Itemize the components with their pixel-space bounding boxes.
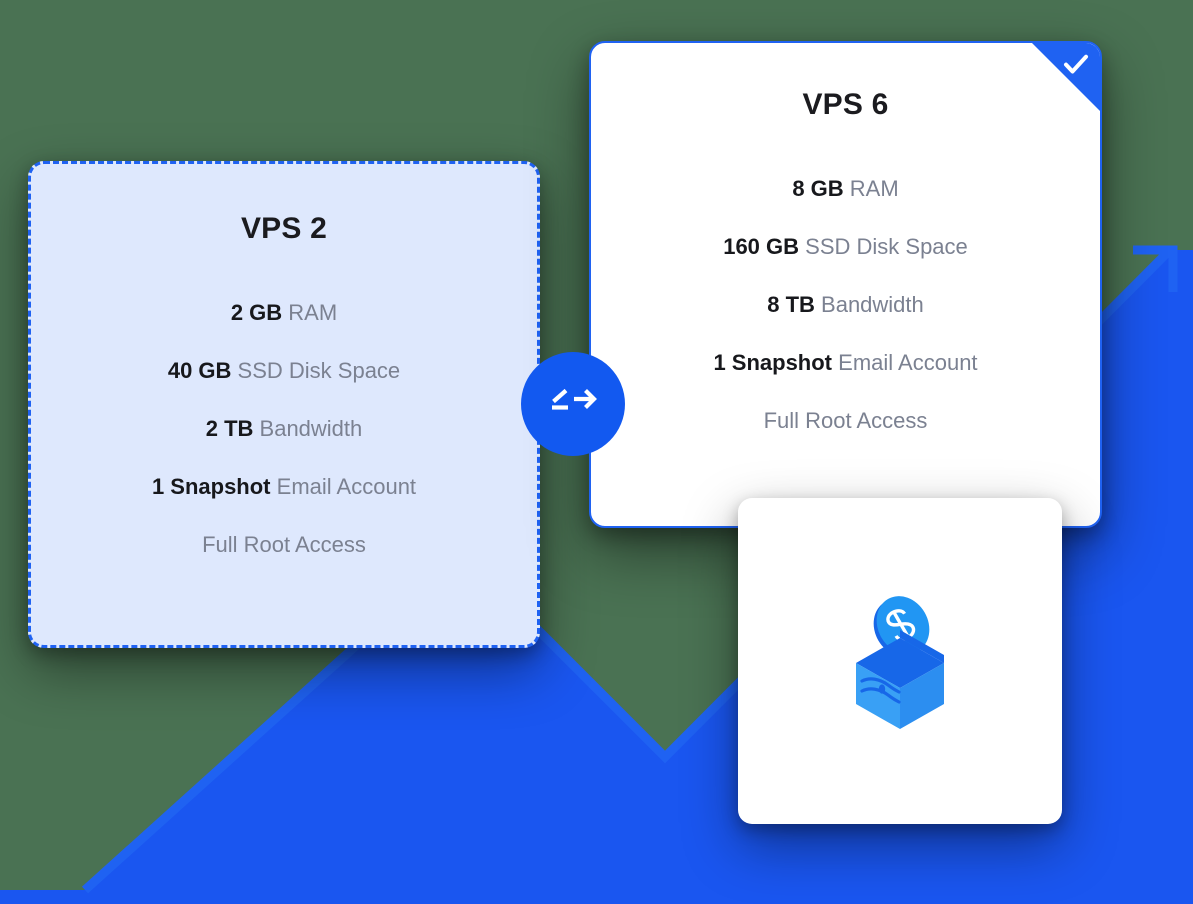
spec-value: 8 GB <box>792 176 844 201</box>
spec-row: 2 TB Bandwidth <box>31 418 537 440</box>
spec-label: Email Account <box>838 350 978 375</box>
transfer-plan-button[interactable] <box>521 352 625 456</box>
spec-label: SSD Disk Space <box>237 358 401 383</box>
selected-badge-triangle <box>1032 43 1100 111</box>
spec-row: 40 GB SSD Disk Space <box>31 360 537 382</box>
spec-value: 8 TB <box>767 292 815 317</box>
spec-label: SSD Disk Space <box>805 234 968 259</box>
spec-value: 2 GB <box>230 300 283 325</box>
spec-row: Full Root Access <box>31 534 537 556</box>
spec-row: 2 GB RAM <box>31 302 537 324</box>
selected-badge <box>1032 43 1100 111</box>
plan-card-current-spec-list: 2 GB RAM 40 GB SSD Disk Space 2 TB Bandw… <box>31 302 537 556</box>
spec-row: 1 Snapshot Email Account <box>31 476 537 498</box>
spec-value: 40 GB <box>167 358 232 383</box>
spec-label: Bandwidth <box>821 292 924 317</box>
chart-arrowhead-icon <box>1133 245 1178 292</box>
plan-card-current-title: VPS 2 <box>240 212 328 245</box>
spec-label: RAM <box>288 300 338 325</box>
spec-value: 1 Snapshot <box>151 474 271 499</box>
spec-label: Full Root Access <box>202 532 366 557</box>
plan-card-current[interactable]: VPS 2 2 GB RAM 40 GB SSD Disk Space 2 TB… <box>28 161 540 648</box>
spec-label: RAM <box>849 176 899 201</box>
spec-row: 160 GB SSD Disk Space <box>591 236 1100 258</box>
wallet-with-dollar-coin-icon <box>856 596 944 729</box>
spec-row: 8 GB RAM <box>591 178 1100 200</box>
transfer-arrows-icon <box>552 388 597 410</box>
wallet-card <box>738 498 1062 824</box>
spec-label: Bandwidth <box>259 416 363 441</box>
plan-card-target-title: VPS 6 <box>802 88 889 121</box>
spec-value: 160 GB <box>723 234 800 259</box>
spec-label: Full Root Access <box>763 408 928 433</box>
spec-row: 1 Snapshot Email Account <box>591 352 1100 374</box>
spec-value: 2 TB <box>205 416 254 441</box>
spec-row: Full Root Access <box>591 410 1100 432</box>
plan-card-target-spec-list: 8 GB RAM 160 GB SSD Disk Space 8 TB Band… <box>591 178 1100 432</box>
spec-value: 1 Snapshot <box>713 350 833 375</box>
spec-label: Email Account <box>276 474 417 499</box>
plan-card-target[interactable]: VPS 6 8 GB RAM 160 GB SSD Disk Space 8 T… <box>589 41 1102 528</box>
check-icon <box>1064 54 1088 74</box>
spec-row: 8 TB Bandwidth <box>591 294 1100 316</box>
